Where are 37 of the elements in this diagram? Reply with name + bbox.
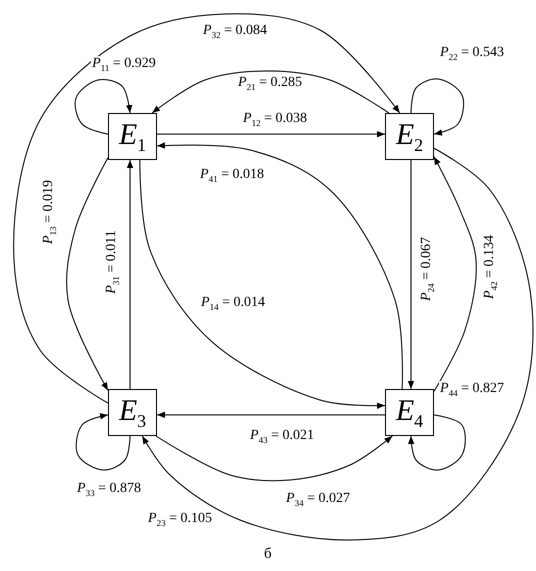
arrow bbox=[139, 160, 386, 409]
edge-label: P$_{12}$ = 0.038 bbox=[242, 111, 308, 129]
edge-label: P$_{43}$ = 0.021 bbox=[249, 428, 315, 446]
edge-label: P$_{21}$ = 0.285 bbox=[237, 75, 303, 93]
arrow bbox=[76, 413, 131, 470]
arrow bbox=[126, 160, 134, 390]
caption: б bbox=[264, 546, 272, 563]
edge-label: P$_{22}$ = 0.543 bbox=[439, 45, 505, 63]
edge-label: P$_{32}$ = 0.084 bbox=[202, 23, 268, 41]
edge-label: P$_{44}$ = 0.827 bbox=[439, 381, 505, 399]
arrow bbox=[156, 436, 393, 482]
edge-label: P$_{23}$ = 0.105 bbox=[147, 511, 213, 529]
arrow bbox=[156, 130, 386, 138]
arrow bbox=[410, 78, 464, 136]
state-label: E$_{2}$ bbox=[396, 120, 424, 154]
state-label: E$_{3}$ bbox=[118, 396, 146, 430]
arrow bbox=[74, 79, 132, 135]
arrow bbox=[13, 13, 400, 404]
state-box bbox=[108, 389, 157, 436]
arrow bbox=[66, 157, 108, 391]
edge-label: P$_{11}$ = 0.929 bbox=[91, 56, 157, 74]
arrow bbox=[408, 160, 414, 390]
arrow bbox=[156, 142, 403, 390]
arrow bbox=[152, 70, 390, 114]
arrow bbox=[434, 156, 477, 392]
state-box bbox=[108, 113, 157, 160]
state-box bbox=[385, 113, 434, 160]
state-label: E$_{4}$ bbox=[396, 396, 424, 430]
arrow bbox=[142, 148, 534, 540]
arrow bbox=[408, 414, 466, 471]
edge-label: P$_{14}$ = 0.014 bbox=[200, 295, 266, 313]
edge-label: P$_{33}$ = 0.878 bbox=[76, 481, 142, 499]
state-label: E$_{1}$ bbox=[118, 120, 146, 154]
edge-label: P$_{34}$ = 0.027 bbox=[285, 491, 351, 509]
state-box bbox=[385, 389, 434, 436]
edge-label: P$_{41}$ = 0.018 bbox=[199, 167, 265, 185]
arrow bbox=[156, 412, 386, 418]
